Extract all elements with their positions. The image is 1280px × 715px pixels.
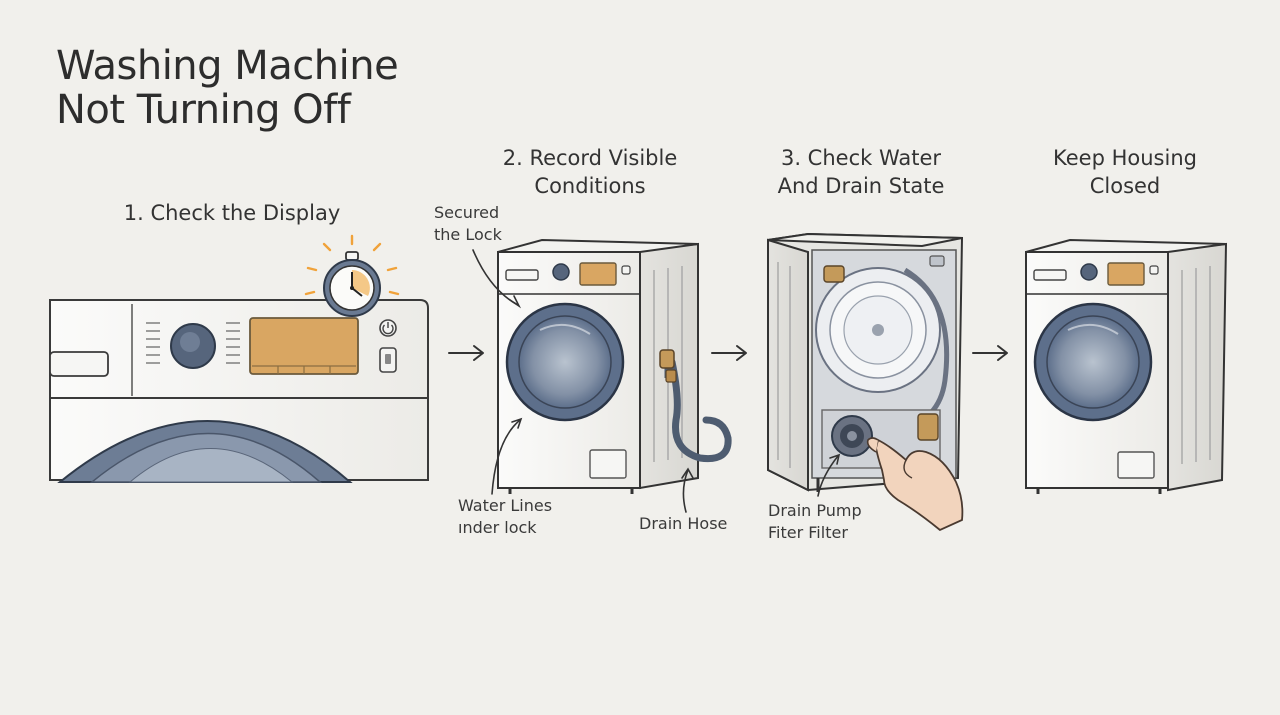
step-3-label: 3. Check Water And Drain State [778,144,945,200]
leader-water-lines-head [511,417,523,429]
callout-drain-hose-line-1: Drain Hose [639,514,728,533]
callout-drain-pump-line-2: Fiter Filter [768,523,848,542]
callout-drain-pump: Drain Pump Fiter Filter [768,500,862,544]
step-2-label-line-2: Conditions [534,174,646,198]
washer-front-step-2 [497,238,732,494]
amber-display [249,317,359,375]
leader-drain-hose [682,469,689,513]
callout-water-lines: Water Lines ınder lock [458,495,552,539]
detergent-drawer [49,351,109,377]
step-1-label-line-1: 1. Check the Display [123,201,341,225]
leader-drain-pump [817,455,839,497]
arrow-right-icon-2 [711,345,747,361]
step-1-label: 1. Check the Display [124,199,341,227]
door-closeup [57,420,353,483]
pointing-hand-icon [866,437,964,532]
step-4-label-line-2: Closed [1089,174,1161,198]
control-panel-closeup [49,234,429,483]
arrow-right-icon-3 [972,345,1008,361]
step-4-label-line-1: Keep Housing [1053,146,1197,170]
page-title: Washing Machine Not Turning Off [56,43,399,133]
callout-drain-hose: Drain Hose [639,513,727,535]
leader-drain-hose-head [681,467,694,479]
step-3-label-line-1: 3. Check Water [780,146,942,170]
callout-drain-pump-line-1: Drain Pump [768,501,862,520]
title-line-2: Not Turning Off [56,87,351,133]
stopwatch-icon [304,234,400,317]
callout-secured-lock-line-1: Secured [434,203,500,222]
step-2-label: 2. Record Visible Conditions [503,144,678,200]
step-4-label: Keep Housing Closed [1053,144,1197,200]
callout-water-lines-line-1: Water Lines [458,496,553,515]
power-icon [379,319,397,337]
drain-pump-filter [831,415,873,457]
washer-front-step-4 [1025,238,1228,494]
callout-water-lines-line-2: ınder lock [458,518,537,537]
leader-secured-lock-head [509,295,522,309]
step-2-label-line-1: 2. Record Visible [502,146,678,170]
callout-secured-lock-line-2: the Lock [434,225,502,244]
title-line-1: Washing Machine [56,43,399,89]
drain-hose [659,349,732,463]
arrow-right-icon-1 [448,345,484,361]
leader-drain-pump-head [829,453,841,465]
callout-secured-lock: Secured the Lock [434,202,502,246]
washer-back-step-3 [767,232,964,492]
program-knob [146,322,240,369]
step-3-label-line-2: And Drain State [777,174,945,198]
leader-water-lines [491,419,521,495]
